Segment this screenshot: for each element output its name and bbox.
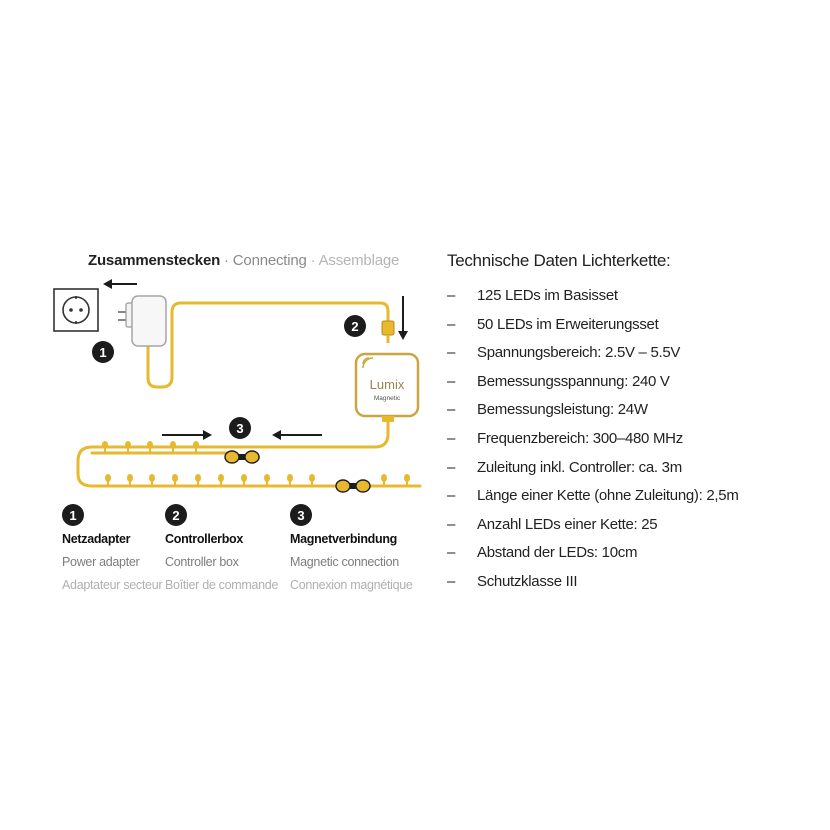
led-bulb-icon bbox=[149, 474, 155, 486]
tech-bullet: – bbox=[447, 458, 456, 476]
assembly-heading: Zusammenstecken · Connecting · Assemblag… bbox=[88, 252, 399, 269]
led-bulb-icon bbox=[195, 474, 201, 486]
legend-3-en: Magnetic connection bbox=[290, 555, 399, 569]
tech-item-text: Bemessungsleistung: 24W bbox=[477, 401, 648, 419]
tech-item-text: Abstand der LEDs: 10cm bbox=[477, 544, 638, 562]
led-bulb-icon bbox=[105, 474, 111, 486]
arrow-down-icon bbox=[398, 296, 408, 340]
led-bulb-icon bbox=[309, 474, 315, 486]
tech-item: – Länge einer Kette (ohne Zuleitung): 2,5… bbox=[447, 487, 739, 516]
tech-item: – Frequenzbereich: 300–480 MHz bbox=[447, 430, 739, 459]
tech-item-text: Länge einer Kette (ohne Zuleitung): 2,5m bbox=[477, 487, 739, 505]
legend-magnetic-connection: 3 Magnetverbindung Magnetic connection C… bbox=[290, 504, 413, 597]
tech-bullet: – bbox=[447, 344, 456, 362]
legend-badge-1: 1 bbox=[62, 504, 84, 526]
wall-socket-icon bbox=[53, 288, 99, 332]
badge-magnetic: 3 bbox=[229, 417, 251, 439]
tech-bullet: – bbox=[447, 401, 456, 419]
magnetic-connector-icon bbox=[224, 450, 260, 464]
tech-item: – Bemessungsspannung: 240 V bbox=[447, 373, 739, 402]
led-bulb-icon bbox=[170, 441, 176, 453]
tech-item-text: Frequenzbereich: 300–480 MHz bbox=[477, 429, 683, 447]
led-bulb-icon bbox=[172, 474, 178, 486]
led-bulb-icon bbox=[218, 474, 224, 486]
controller-brand: Lumix bbox=[370, 377, 405, 392]
tech-item-text: Anzahl LEDs einer Kette: 25 bbox=[477, 515, 658, 533]
tech-item-text: Zuleitung inkl. Controller: ca. 3m bbox=[477, 458, 682, 476]
led-bulb-icon bbox=[102, 441, 108, 453]
led-row-bottom bbox=[105, 474, 410, 486]
legend-2-en: Controller box bbox=[165, 555, 239, 569]
led-row-top bbox=[102, 441, 199, 453]
tech-item: – Abstand der LEDs: 10cm bbox=[447, 544, 739, 573]
legend-1-de: Netzadapter bbox=[62, 532, 131, 546]
cable-plug-icon bbox=[381, 320, 395, 343]
legend-controller-box: 2 Controllerbox Controller box Boîtier d… bbox=[165, 504, 278, 597]
tech-item: – 50 LEDs im Erweiterungsset bbox=[447, 316, 739, 345]
arrow-right-icon bbox=[162, 430, 212, 440]
tech-item-text: 125 LEDs im Basisset bbox=[477, 287, 618, 304]
badge-power-adapter: 1 bbox=[92, 341, 114, 363]
tech-item: – 125 LEDs im Basisset bbox=[447, 287, 739, 316]
cable bbox=[76, 301, 422, 488]
tech-bullet: – bbox=[447, 487, 456, 505]
controller-box-icon: Lumix Magnetic bbox=[354, 352, 420, 422]
legend-badge-2: 2 bbox=[165, 504, 187, 526]
badge-3-text: 3 bbox=[236, 421, 243, 436]
led-bulb-icon bbox=[287, 474, 293, 486]
heading-fr: Assemblage bbox=[318, 252, 400, 269]
legend-2-de: Controllerbox bbox=[165, 532, 244, 546]
power-adapter-icon bbox=[118, 295, 167, 347]
arrow-left-icon-2 bbox=[272, 430, 322, 440]
tech-item: – Zuleitung inkl. Controller: ca. 3m bbox=[447, 459, 739, 488]
tech-item-text: Spannungsbereich: 2.5V – 5.5V bbox=[477, 344, 681, 362]
heading-en: Connecting bbox=[232, 252, 307, 269]
legend-3-de: Magnetverbindung bbox=[290, 532, 398, 546]
tech-bullet: – bbox=[447, 572, 456, 590]
tech-bullet: – bbox=[447, 315, 456, 333]
tech-item: – Anzahl LEDs einer Kette: 25 bbox=[447, 516, 739, 545]
legend-2-fr: Boîtier de commande bbox=[165, 578, 279, 592]
tech-title: Technische Daten Lichterkette: bbox=[447, 251, 671, 270]
tech-bullet: – bbox=[447, 544, 456, 562]
led-bulb-icon bbox=[381, 474, 387, 486]
led-bulb-icon bbox=[193, 441, 199, 453]
badge-controller: 2 bbox=[344, 315, 366, 337]
legend-badge-3: 3 bbox=[290, 504, 312, 526]
led-bulb-icon bbox=[125, 441, 131, 453]
led-bulb-icon bbox=[264, 474, 270, 486]
badge-2-text: 2 bbox=[351, 319, 358, 334]
tech-bullet: – bbox=[447, 287, 456, 304]
badge-1-text: 1 bbox=[99, 345, 106, 360]
arrow-left-icon bbox=[103, 279, 137, 289]
legend-3-fr: Connexion magnétique bbox=[290, 578, 413, 592]
tech-item: – Schutzklasse III bbox=[447, 573, 739, 602]
led-bulb-icon bbox=[147, 441, 153, 453]
magnetic-connector-icon-2 bbox=[335, 479, 371, 493]
heading-sep-1: · bbox=[220, 252, 233, 269]
tech-list: – 125 LEDs im Basisset – 50 LEDs im Erweit… bbox=[447, 287, 739, 602]
heading-sep-2: · bbox=[306, 252, 319, 269]
led-bulb-icon bbox=[241, 474, 247, 486]
legend-power-adapter: 1 Netzadapter Power adapter Adaptateur s… bbox=[62, 504, 163, 597]
tech-item: – Spannungsbereich: 2.5V – 5.5V bbox=[447, 344, 739, 373]
tech-bullet: – bbox=[447, 429, 456, 447]
tech-bullet: – bbox=[447, 515, 456, 533]
controller-model: Magnetic bbox=[374, 395, 401, 402]
tech-item-text: 50 LEDs im Erweiterungsset bbox=[477, 315, 659, 333]
heading-de: Zusammenstecken bbox=[88, 252, 221, 269]
legend-1-fr: Adaptateur secteur bbox=[62, 578, 163, 592]
led-bulb-icon bbox=[404, 474, 410, 486]
tech-item-text: Schutzklasse III bbox=[477, 572, 578, 590]
tech-item-text: Bemessungsspannung: 240 V bbox=[477, 372, 670, 390]
tech-bullet: – bbox=[447, 372, 456, 390]
tech-item: – Bemessungsleistung: 24W bbox=[447, 401, 739, 430]
led-bulb-icon bbox=[127, 474, 133, 486]
legend-1-en: Power adapter bbox=[62, 555, 140, 569]
